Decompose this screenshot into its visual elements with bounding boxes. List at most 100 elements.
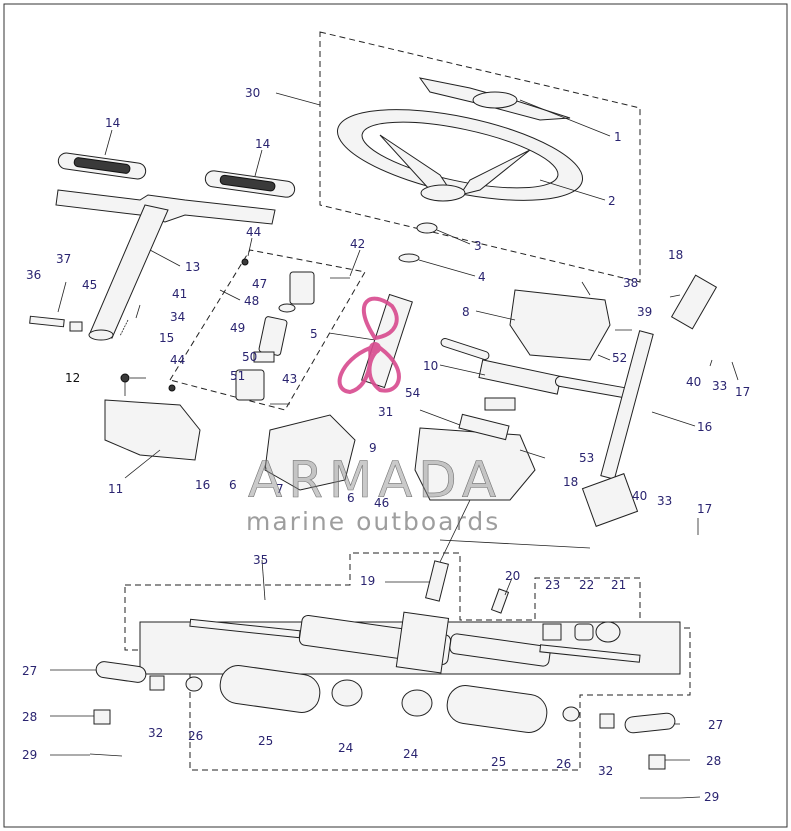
label-34: 34	[170, 310, 185, 324]
label-28b: 28	[706, 754, 721, 768]
label-26a: 26	[188, 729, 203, 743]
label-48: 48	[244, 294, 259, 308]
pin-36	[29, 315, 65, 328]
wheel-group-box	[319, 31, 641, 283]
handlebar-bar	[55, 189, 276, 225]
spacer-50	[253, 351, 275, 363]
bushing-23	[542, 623, 562, 641]
label-27a: 27	[22, 664, 37, 678]
clip-54	[484, 397, 516, 411]
screw-12	[120, 373, 130, 383]
label-23: 23	[545, 578, 560, 592]
wheel-cap-center	[472, 91, 518, 109]
watermark-subtitle: marine outboards	[246, 507, 500, 536]
label-7: 7	[276, 482, 284, 496]
label-16a: 16	[195, 478, 210, 492]
label-51: 51	[230, 369, 245, 383]
label-6b: 6	[347, 491, 355, 505]
bushing-45	[69, 321, 83, 332]
label-11: 11	[108, 482, 123, 496]
screw-44-top	[241, 258, 249, 266]
label-44b: 44	[170, 353, 185, 367]
label-53: 53	[579, 451, 594, 465]
label-27b: 27	[708, 718, 723, 732]
label-45: 45	[82, 278, 97, 292]
label-40a: 40	[686, 375, 701, 389]
label-9: 9	[369, 441, 377, 455]
label-50: 50	[242, 350, 257, 364]
label-15: 15	[159, 331, 174, 345]
bracket-8	[509, 289, 611, 361]
label-54: 54	[405, 386, 420, 400]
label-40b: 40	[632, 489, 647, 503]
label-36: 36	[26, 268, 41, 282]
label-21: 21	[611, 578, 626, 592]
label-22: 22	[579, 578, 594, 592]
label-33b: 33	[657, 494, 672, 508]
label-4: 4	[478, 270, 486, 284]
wheel-nut	[416, 222, 438, 234]
rack-housing-right	[449, 633, 551, 667]
label-41: 41	[172, 287, 187, 301]
label-1: 1	[614, 130, 622, 144]
washer-48	[278, 303, 296, 313]
switch-31	[458, 413, 510, 441]
seal-21	[595, 621, 621, 643]
fitting-20	[490, 588, 510, 614]
u-joint-upper	[670, 274, 718, 330]
label-42: 42	[350, 237, 365, 251]
label-25a: 25	[258, 734, 273, 748]
bushing-22	[574, 623, 594, 641]
label-32b: 32	[598, 764, 613, 778]
label-10: 10	[423, 359, 438, 373]
label-12: 12	[65, 371, 80, 385]
intermediate-shaft	[600, 330, 654, 480]
grip-left-pattern	[73, 157, 131, 174]
label-20: 20	[505, 569, 520, 583]
label-28a: 28	[22, 710, 37, 724]
label-14a: 14	[105, 116, 120, 130]
label-18b: 18	[563, 475, 578, 489]
castle-nut-28-left	[93, 709, 111, 725]
clip-26-left	[185, 676, 203, 692]
label-24b: 24	[403, 747, 418, 761]
lock-body-47	[289, 271, 315, 305]
clamp-24-left	[331, 679, 363, 707]
spring-34	[135, 304, 141, 319]
switch-lever	[554, 375, 630, 399]
column-cover-9	[414, 427, 536, 501]
label-37: 37	[56, 252, 71, 266]
label-13: 13	[185, 260, 200, 274]
label-8: 8	[462, 305, 470, 319]
propeller-logo-icon	[337, 296, 401, 395]
label-3: 3	[474, 239, 482, 253]
tie-rod-end-right	[624, 712, 676, 734]
pin-37	[57, 281, 67, 313]
label-2: 2	[608, 194, 616, 208]
part-labels: 30 1 2 3 4 14 14 13 44 42 37 36 45 47 41…	[22, 86, 750, 804]
label-30: 30	[245, 86, 260, 100]
label-43: 43	[282, 372, 297, 386]
cotter-29-left	[89, 753, 123, 757]
cover-11	[104, 399, 201, 461]
castle-nut-28-right	[648, 754, 666, 770]
column-housing-7	[264, 414, 356, 491]
label-52: 52	[612, 351, 627, 365]
label-18a: 18	[668, 248, 683, 262]
label-6a: 6	[229, 478, 237, 492]
clip-26-right	[562, 706, 580, 722]
label-29a: 29	[22, 748, 37, 762]
u-joint-lower	[581, 473, 639, 527]
nut-32-left	[149, 675, 165, 691]
clamp-24-right	[401, 689, 433, 717]
tie-rod-end-left	[95, 661, 147, 683]
grip-right-pattern	[219, 174, 276, 192]
tilt-lock-group-box	[169, 249, 366, 411]
label-32a: 32	[148, 726, 163, 740]
lock-rod-49	[258, 316, 288, 356]
boot-25-right	[446, 685, 548, 733]
screw-44-bottom	[168, 384, 176, 392]
steering-wheel-inner	[361, 121, 559, 189]
boot-25-left	[219, 665, 321, 713]
